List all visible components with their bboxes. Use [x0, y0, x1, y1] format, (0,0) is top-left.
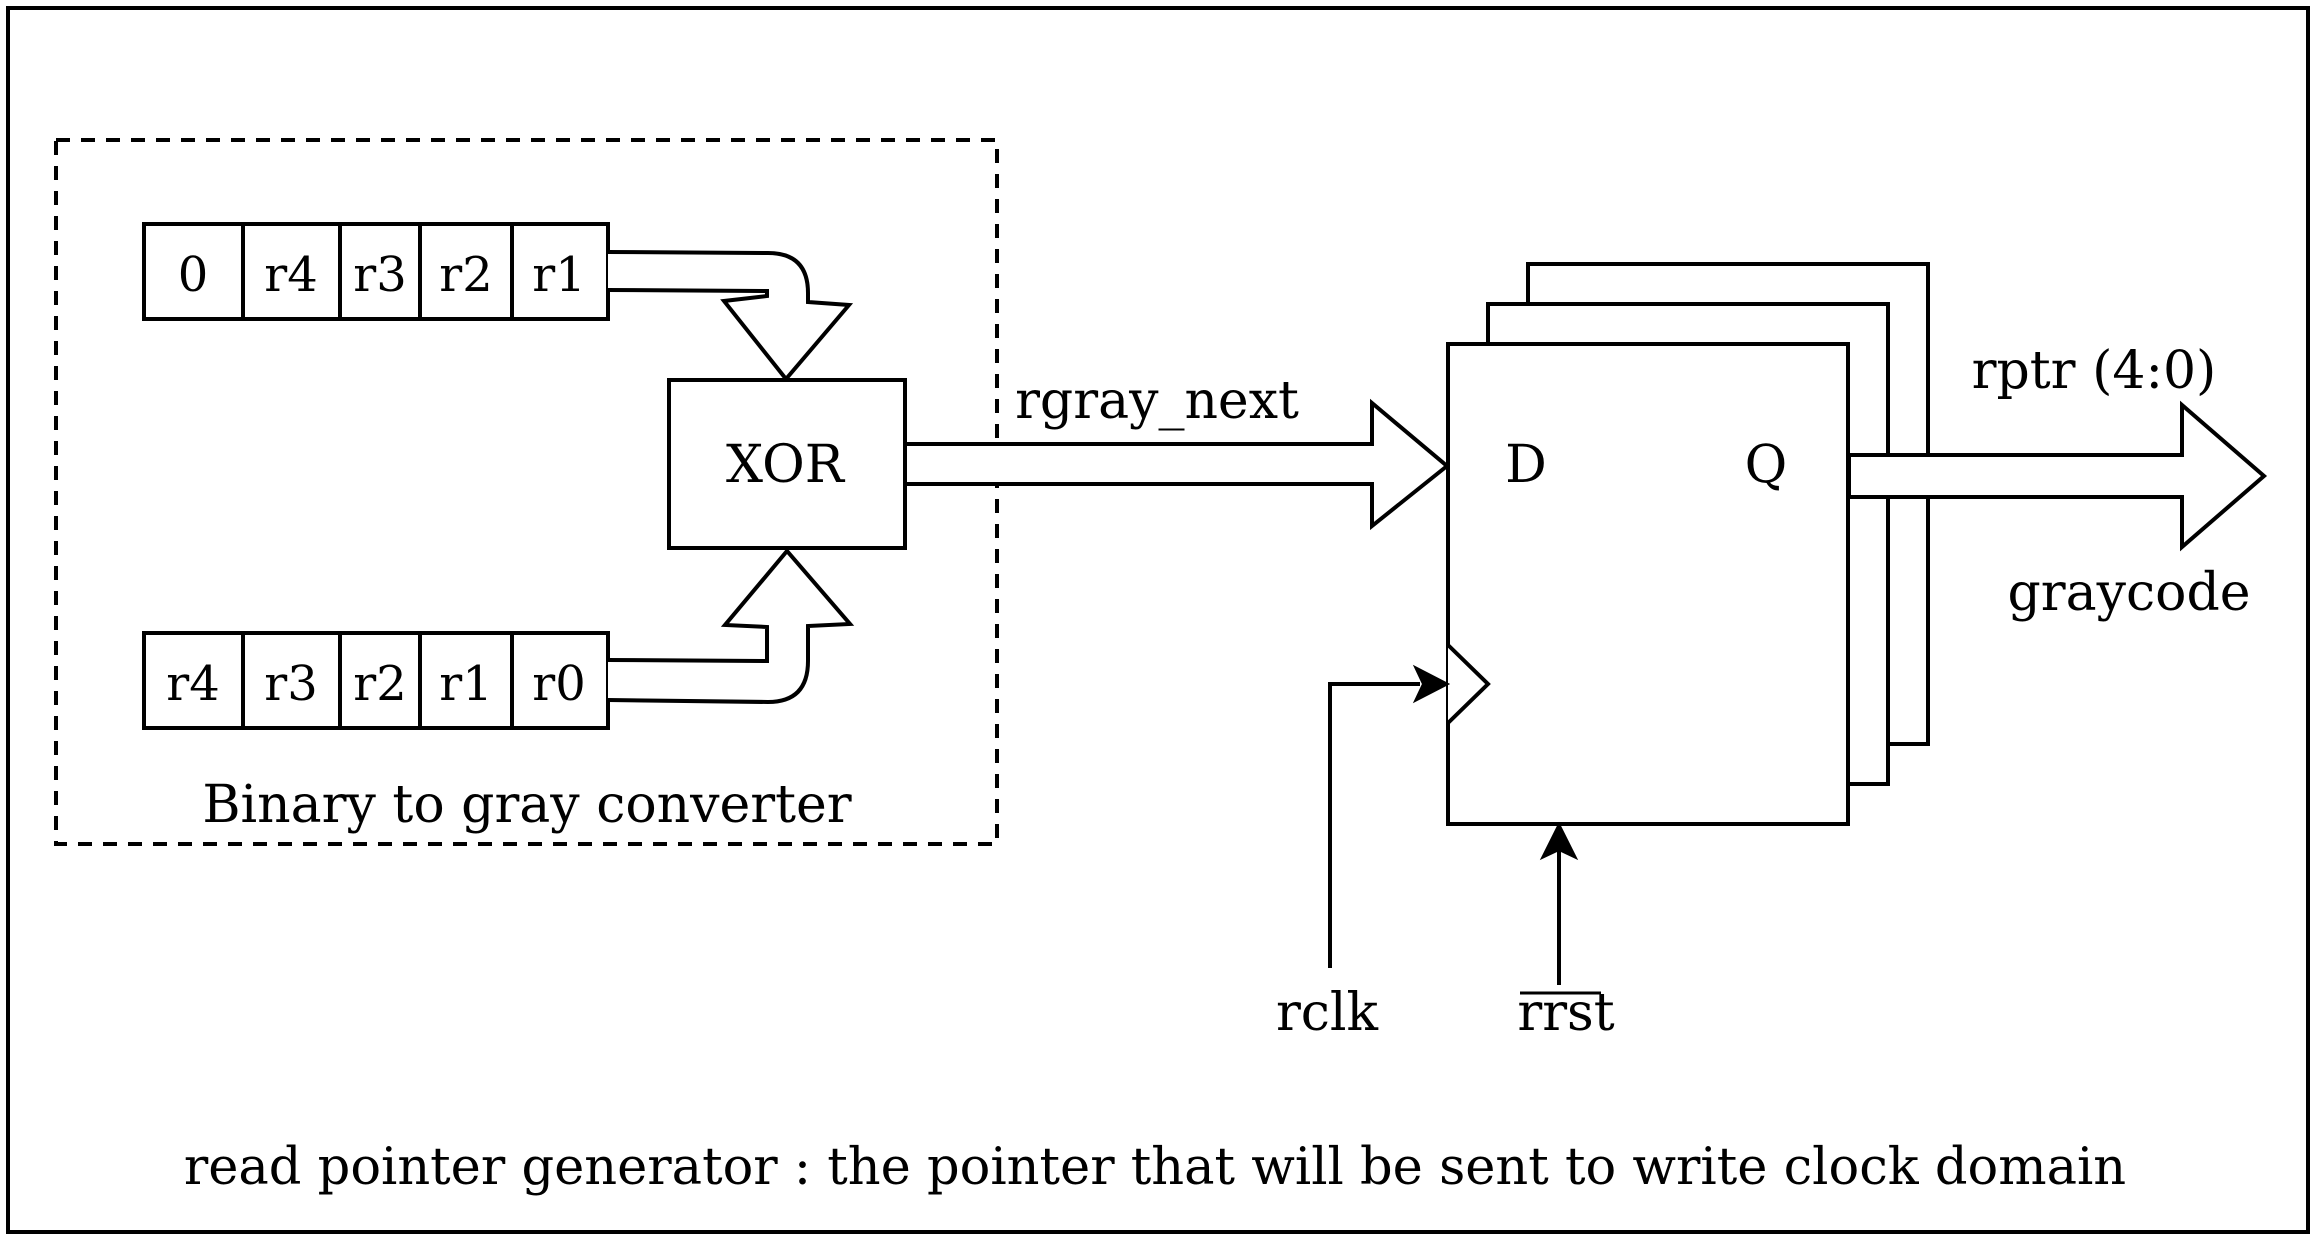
rgray-next-label: rgray_next	[1015, 371, 1299, 431]
bottom-bit-4: r0	[532, 656, 585, 712]
top-bit-4: r1	[532, 247, 585, 303]
flipflop-front	[1446, 342, 1850, 826]
rclk-arrowhead	[1412, 664, 1451, 704]
bottom-bit-register	[142, 631, 610, 730]
bottom-bit-3: r1	[439, 656, 492, 712]
rclk-label: rclk	[1276, 983, 1379, 1043]
rgray-next-bus-arrow	[903, 398, 1451, 531]
bottom-bit-0: r4	[166, 656, 219, 712]
rrst-arrowhead	[1539, 821, 1579, 861]
top-register-body	[142, 222, 610, 321]
rptr-output-bus-arrow	[1847, 400, 2268, 552]
converter-boundary	[54, 138, 999, 846]
clock-input-triangle	[1446, 643, 1491, 725]
graycode-label: graycode	[2007, 563, 2250, 623]
bottom-bit-2: r2	[353, 656, 406, 712]
rptr-label: rptr (4:0)	[1972, 341, 2217, 401]
top-bit-3: r2	[439, 247, 492, 303]
xor-label: XOR	[726, 435, 846, 495]
outer-frame	[6, 6, 2310, 1234]
top-bit-0: 0	[178, 247, 209, 303]
top-bit-2: r3	[353, 247, 406, 303]
converter-title: Binary to gray converter	[202, 775, 851, 835]
flipflop-q-label: Q	[1745, 435, 1788, 495]
flipflop-d-label: D	[1505, 435, 1547, 495]
top-to-xor-arrow	[607, 250, 854, 383]
top-bit-1: r4	[264, 247, 317, 303]
bottom-bit-1: r3	[264, 656, 317, 712]
rclk-wire	[1328, 682, 1420, 968]
bottom-register-body	[142, 631, 610, 730]
diagram-caption: read pointer generator : the pointer tha…	[184, 1138, 2126, 1197]
top-bit-register	[142, 222, 610, 321]
bottom-to-xor-arrow	[607, 547, 855, 705]
